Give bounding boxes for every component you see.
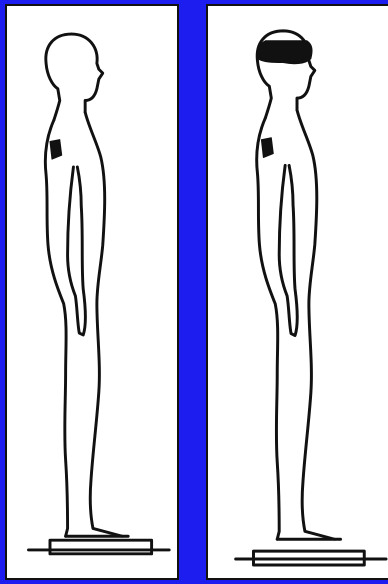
body-back-outline: [45, 120, 67, 536]
head-outline: [46, 34, 72, 120]
arm-outline: [68, 167, 86, 335]
body-front-outline: [85, 112, 122, 536]
body-back-outline: [257, 118, 279, 539]
scale-platform: [50, 540, 152, 554]
face-profile: [71, 34, 102, 112]
standing-person-figure-with-cap: [208, 6, 388, 578]
shoulder-shadow: [50, 140, 62, 160]
panel-right: [206, 4, 388, 580]
standing-person-figure: [7, 6, 177, 578]
arm-outline: [279, 165, 297, 335]
head-cap-band: [257, 41, 312, 64]
shoulder-shadow: [261, 138, 273, 158]
body-front-outline: [297, 110, 335, 539]
panel-left: [5, 4, 179, 580]
